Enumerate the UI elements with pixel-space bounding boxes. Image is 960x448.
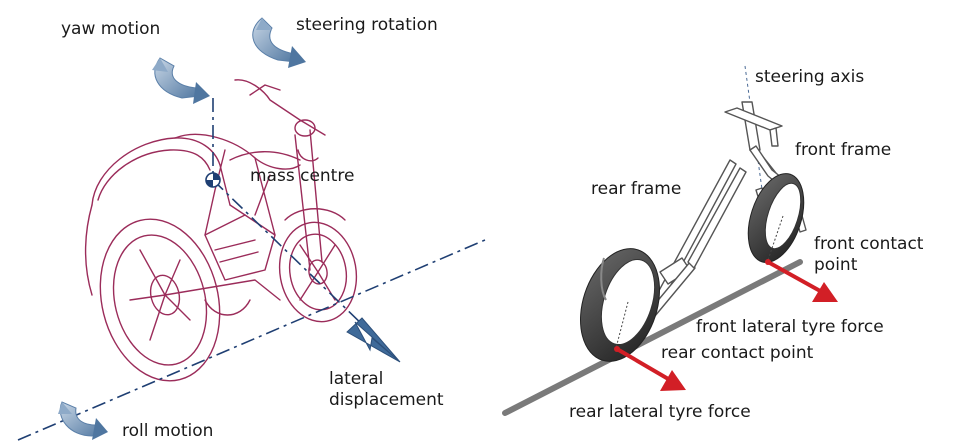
- rear-wheel-outline: [99, 218, 221, 382]
- rear-tyre: [580, 248, 660, 362]
- label-mass-centre: mass centre: [250, 166, 355, 186]
- label-lateral-displacement-line1: lateral: [329, 369, 384, 389]
- label-front-lateral-tyre-force: front lateral tyre force: [696, 317, 884, 337]
- label-rear-contact-point: rear contact point: [661, 343, 814, 363]
- label-yaw-motion: yaw motion: [61, 19, 161, 39]
- front-tyre: [747, 173, 805, 263]
- road-line: [502, 259, 803, 416]
- label-front-frame: front frame: [795, 140, 892, 160]
- mass-centre-marker: [205, 172, 221, 188]
- lateral-axis-line: [212, 179, 369, 331]
- rear-contact-point-marker: [614, 346, 620, 352]
- label-front-contact-point-line1: front contact: [814, 234, 924, 254]
- front-wheel-outline: [278, 221, 358, 323]
- label-steering-rotation: steering rotation: [296, 15, 438, 35]
- front-contact-point-marker: [765, 259, 771, 265]
- front-lateral-force-arrow: [767, 260, 838, 302]
- rear-frame-structure: [642, 159, 747, 325]
- lateral-displacement-arrow: [346, 317, 401, 363]
- steering-rotation-arrow-icon: [252, 17, 306, 68]
- roll-axis-line: [17, 239, 486, 441]
- label-rear-frame: rear frame: [591, 179, 682, 199]
- rear-lateral-force-arrow: [615, 347, 686, 391]
- yaw-motion-arrow-icon: [152, 57, 210, 104]
- label-front-contact-point-line2: point: [814, 255, 858, 275]
- label-steering-axis: steering axis: [755, 67, 865, 87]
- label-lateral-displacement-line2: displacement: [329, 390, 444, 410]
- label-rear-lateral-tyre-force: rear lateral tyre force: [569, 402, 751, 422]
- motorcycle-illustration: [84, 79, 358, 382]
- roll-motion-arrow-icon: [58, 401, 108, 440]
- label-roll-motion: roll motion: [122, 421, 214, 441]
